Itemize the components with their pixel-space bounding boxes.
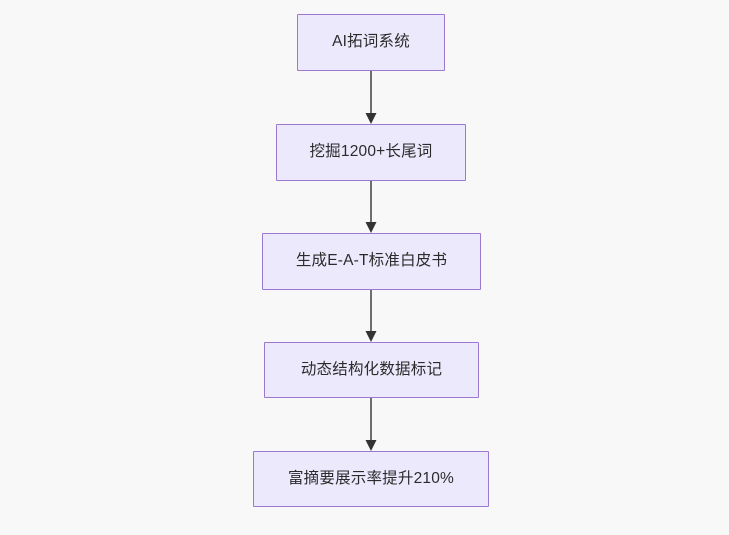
flowchart-edge-n3-n4	[363, 290, 379, 343]
flowchart-node-n2[interactable]: 挖掘1200+长尾词	[276, 124, 466, 181]
arrow-down-icon	[365, 181, 377, 233]
arrow-down-icon	[365, 71, 377, 124]
flowchart-node-label: 生成E-A-T标准白皮书	[295, 252, 448, 270]
flowchart-edge-n2-n3	[363, 181, 379, 234]
flowchart-node-n1[interactable]: AI拓词系统	[297, 14, 445, 71]
flowchart-node-n4[interactable]: 动态结构化数据标记	[264, 342, 479, 398]
flowchart-node-n5[interactable]: 富摘要展示率提升210%	[253, 451, 489, 507]
flowchart-node-n3[interactable]: 生成E-A-T标准白皮书	[262, 233, 481, 290]
arrow-down-icon	[365, 398, 377, 451]
arrow-down-icon	[365, 290, 377, 342]
flowchart-edge-n1-n2	[363, 71, 379, 125]
flowchart-node-label: 富摘要展示率提升210%	[287, 469, 455, 487]
flowchart-edge-n4-n5	[363, 398, 379, 452]
flowchart-node-label: 挖掘1200+长尾词	[309, 143, 433, 161]
flowchart-node-label: 动态结构化数据标记	[300, 360, 443, 378]
flowchart-node-label: AI拓词系统	[332, 33, 410, 51]
